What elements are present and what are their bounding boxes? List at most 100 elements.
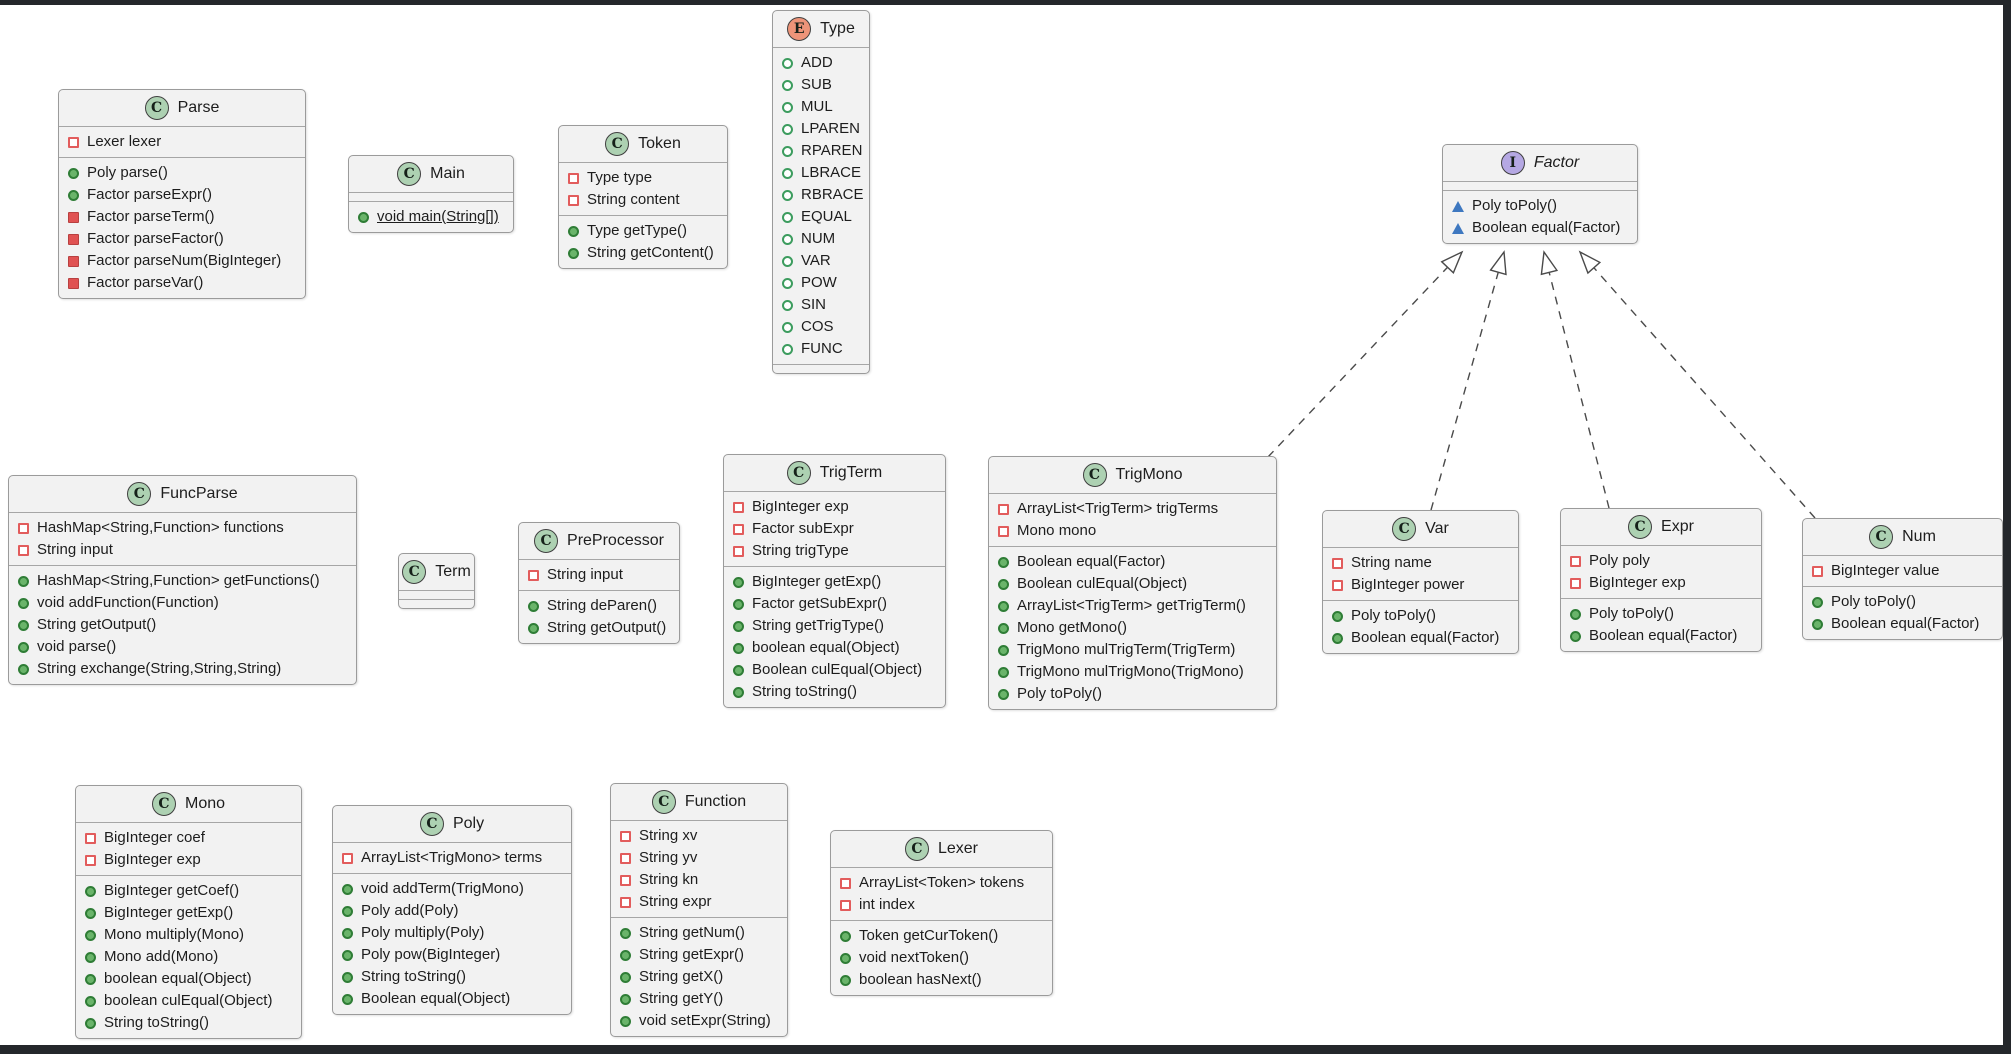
public-method-icon	[18, 597, 29, 609]
fields-section: Lexer lexer	[59, 127, 305, 157]
private-method-icon	[68, 211, 79, 223]
window-frame-bottom	[0, 1045, 2011, 1054]
private-field-icon	[620, 896, 631, 908]
class-icon: C	[651, 790, 676, 814]
methods-section: void addTerm(TrigMono)Poly add(Poly)Poly…	[333, 873, 571, 1014]
member-text: String toString()	[104, 1014, 210, 1031]
class-box-poly[interactable]: C Poly ArrayList<TrigMono> terms void ad…	[332, 805, 572, 1015]
member-text: Factor parseExpr()	[87, 186, 213, 203]
member-row: Factor parseExpr()	[68, 184, 296, 206]
class-title-bar: E Type	[773, 11, 869, 48]
class-box-factor[interactable]: I Factor Poly toPoly()Boolean equal(Fact…	[1442, 144, 1638, 244]
member-text: RPAREN	[801, 142, 863, 159]
enum-constant-icon	[782, 145, 793, 157]
public-method-icon	[85, 973, 96, 985]
class-icon: C	[904, 837, 929, 861]
private-field-icon	[1570, 555, 1581, 567]
fields-section: ArrayList<TrigMono> terms	[333, 843, 571, 873]
member-row: Mono mono	[998, 520, 1267, 542]
member-row: TrigMono mulTrigMono(TrigMono)	[998, 661, 1267, 683]
member-row: String input	[18, 539, 347, 561]
class-icon: C	[605, 132, 630, 156]
class-title-bar: C Mono	[76, 786, 301, 823]
private-field-icon	[1570, 577, 1581, 589]
member-row: Mono getMono()	[998, 617, 1267, 639]
methods-section: Poly toPoly()Boolean equal(Factor)	[1803, 586, 2002, 639]
class-box-term[interactable]: C Term	[398, 553, 475, 609]
member-text: String getY()	[639, 990, 724, 1007]
member-text: String input	[547, 566, 623, 583]
abstract-method-icon	[1452, 222, 1464, 234]
member-row: Poly toPoly()	[1452, 195, 1628, 217]
private-field-icon	[342, 852, 353, 864]
member-row: BigInteger exp	[733, 496, 936, 518]
public-method-icon	[998, 622, 1009, 634]
realization-arrows	[1267, 252, 1816, 519]
member-text: Poly parse()	[87, 164, 168, 181]
class-box-trigmono[interactable]: C TrigMono ArrayList<TrigTerm> trigTerms…	[988, 456, 1277, 710]
methods-section: BigInteger getCoef()BigInteger getExp()M…	[76, 875, 301, 1038]
class-icon: C	[397, 162, 422, 186]
member-text: String getOutput()	[37, 616, 157, 633]
member-row: BigInteger getCoef()	[85, 880, 292, 902]
private-method-icon	[68, 255, 79, 267]
class-box-preprocessor[interactable]: C PreProcessor String input String dePar…	[518, 522, 680, 644]
member-text: void setExpr(String)	[639, 1012, 771, 1029]
abstract-method-icon	[1452, 200, 1464, 212]
class-icon: C	[419, 812, 444, 836]
member-row: void setExpr(String)	[620, 1010, 778, 1032]
class-box-parse[interactable]: C Parse Lexer lexer Poly parse()Factor p…	[58, 89, 306, 299]
member-text: String getExpr()	[639, 946, 745, 963]
member-text: Boolean equal(Factor)	[1017, 553, 1166, 570]
methods-section: String deParen()String getOutput()	[519, 590, 679, 643]
public-method-icon	[85, 907, 96, 919]
member-text: String getContent()	[587, 244, 714, 261]
member-text: Poly toPoly()	[1589, 605, 1675, 622]
class-box-funcparse[interactable]: C FuncParse HashMap<String,Function> fun…	[8, 475, 357, 685]
member-row: Poly pow(BigInteger)	[342, 944, 562, 966]
member-row: Poly poly	[1570, 550, 1752, 572]
private-field-icon	[840, 877, 851, 889]
member-text: HashMap<String,Function> functions	[37, 519, 284, 536]
class-box-num[interactable]: C Num BigInteger value Poly toPoly()Bool…	[1802, 518, 2003, 640]
enum-constant-icon	[782, 233, 793, 245]
class-name: Term	[435, 563, 471, 580]
private-field-icon	[68, 136, 79, 148]
public-method-icon	[998, 644, 1009, 656]
class-title-bar: C Num	[1803, 519, 2002, 556]
member-row: NUM	[782, 228, 860, 250]
methods-section: void main(String[])	[349, 201, 513, 232]
class-name: Expr	[1661, 518, 1694, 535]
class-box-main[interactable]: C Main void main(String[])	[348, 155, 514, 233]
public-method-icon	[998, 600, 1009, 612]
member-text: SUB	[801, 76, 832, 93]
member-row: int index	[840, 894, 1043, 916]
class-name: TrigTerm	[819, 464, 883, 481]
member-text: Factor parseFactor()	[87, 230, 224, 247]
member-text: Boolean equal(Object)	[361, 990, 511, 1007]
member-row: String kn	[620, 869, 778, 891]
member-row: Mono multiply(Mono)	[85, 924, 292, 946]
member-text: boolean hasNext()	[859, 971, 982, 988]
methods-section: BigInteger getExp()Factor getSubExpr()St…	[724, 566, 945, 707]
member-text: BigInteger exp	[104, 851, 201, 868]
class-icon: C	[1392, 517, 1417, 541]
member-text: Factor getSubExpr()	[752, 595, 888, 612]
member-row: ArrayList<TrigTerm> getTrigTerm()	[998, 595, 1267, 617]
member-row: Boolean equal(Factor)	[998, 551, 1267, 573]
class-title-bar: I Factor	[1443, 145, 1637, 182]
member-row: String trigType	[733, 540, 936, 562]
member-text: Poly poly	[1589, 552, 1650, 569]
